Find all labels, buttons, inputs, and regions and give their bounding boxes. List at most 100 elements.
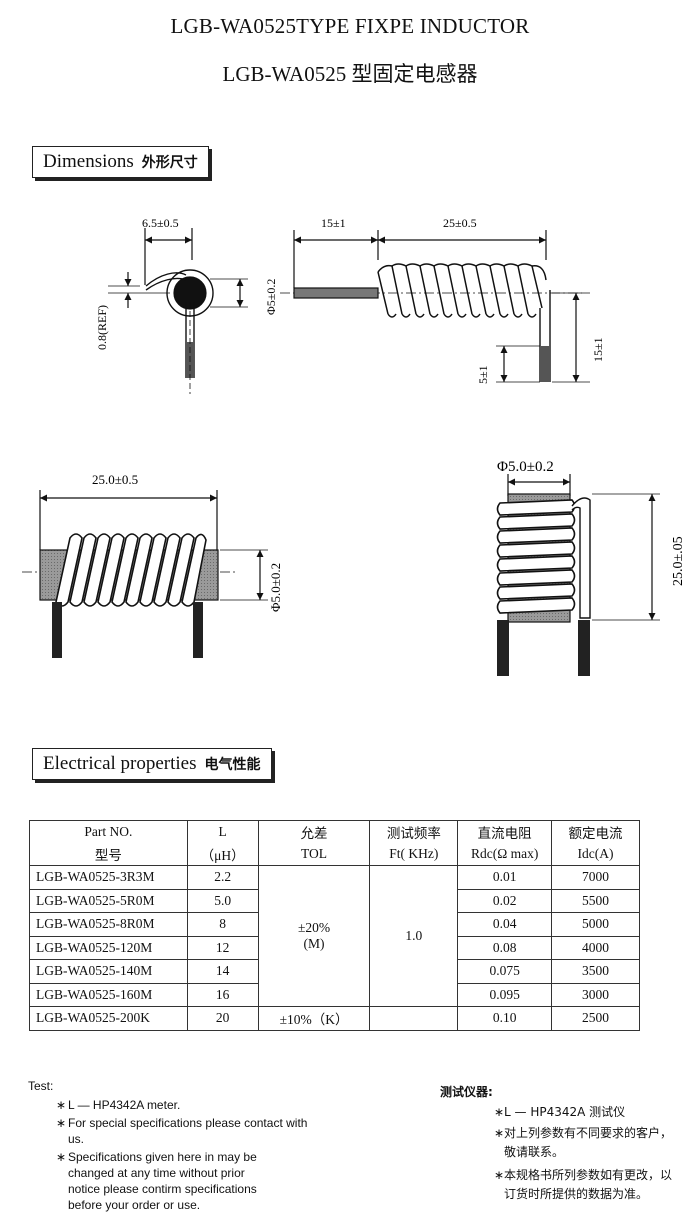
dim-label-25-0: 25.0±0.5 <box>92 472 138 487</box>
cell-tol: ±10%（K） <box>257 1006 371 1031</box>
asterisk-icon: ∗ <box>56 1116 67 1130</box>
test-notes-cn: 测试仪器: ∗ L — HP4342A 测试仪 ∗ 对上列参数有不同要求的客户，… <box>440 1084 680 1204</box>
dimensions-heading: Dimensions 外形尺寸 <box>32 146 209 178</box>
asterisk-icon: ∗ <box>56 1150 67 1164</box>
header-freq-unit: Ft( KHz) <box>369 843 459 866</box>
test-item-cn-1: L — HP4342A 测试仪 <box>504 1105 626 1119</box>
dim-label-25: 25±0.5 <box>443 216 477 230</box>
cell-part: LGB-WA0525-200K <box>29 1006 188 1031</box>
dim-label-25-0-05: 25.0±.05 <box>671 536 686 586</box>
cell-part: LGB-WA0525-8R0M <box>29 912 188 937</box>
cell-part: LGB-WA0525-120M <box>29 935 188 960</box>
test-item-3: Specifications given here in may be chan… <box>68 1150 257 1212</box>
list-item: ∗ L — HP4342A 测试仪 <box>440 1104 680 1120</box>
cell-idc: 2500 <box>551 1006 640 1031</box>
horizontal-mount-drawing <box>22 490 268 658</box>
dim-label-15-right: 15±1 <box>591 337 605 362</box>
end-view-drawing <box>108 228 248 394</box>
table-row: LGB-WA0525-3R3M 2.2 ±20%(M) 1.0 0.01 700… <box>29 865 640 1007</box>
test-item-2: For special specifications please contac… <box>68 1116 308 1146</box>
asterisk-icon: ∗ <box>494 1168 505 1182</box>
cell-l: 16 <box>186 982 259 1007</box>
cell-part: LGB-WA0525-3R3M <box>29 865 188 890</box>
electrical-heading-en: Electrical properties <box>43 753 197 774</box>
tol-code: (M) <box>303 936 325 951</box>
side-view-drawing <box>280 230 590 383</box>
cell-rdc: 0.02 <box>457 888 553 913</box>
cell-rdc: 0.04 <box>457 912 553 937</box>
cell-l: 12 <box>186 935 259 960</box>
header-part-no: Part NO. <box>29 820 188 843</box>
cell-l: 20 <box>186 1006 259 1031</box>
test-heading-cn: 测试仪器: <box>440 1085 493 1099</box>
test-item-1: L — HP4342A meter. <box>68 1098 181 1112</box>
table-row: LGB-WA0525-160M 16 0.095 3000 <box>29 982 640 1007</box>
cell-l: 8 <box>186 912 259 937</box>
cell-rdc: 0.08 <box>457 935 553 960</box>
dimensions-heading-cn: 外形尺寸 <box>141 155 198 171</box>
test-notes-en: Test: ∗ L — HP4342A meter. ∗ For special… <box>28 1078 328 1213</box>
electrical-properties-table: Part NO. L 允差 测试频率 直流电阻 额定电流 型号 （μH） TOL… <box>29 820 640 1031</box>
header-idc: 额定电流 <box>551 820 640 843</box>
header-tol-en: TOL <box>257 843 371 866</box>
cell-idc: 5500 <box>551 888 640 913</box>
cell-part: LGB-WA0525-160M <box>29 982 188 1007</box>
dim-label-phi5: Φ5±0.2 <box>264 279 278 315</box>
cell-idc: 4000 <box>551 935 640 960</box>
cell-idc: 7000 <box>551 865 640 890</box>
cell-idc: 3500 <box>551 959 640 984</box>
dim-label-0-8-ref: 0.8(REF) <box>95 305 109 350</box>
table-row: LGB-WA0525-120M 12 0.08 4000 <box>29 935 640 960</box>
electrical-heading: Electrical properties 电气性能 <box>32 748 272 780</box>
cell-rdc: 0.10 <box>457 1006 553 1031</box>
header-rdc: 直流电阻 <box>457 820 553 843</box>
list-item: ∗ 对上列参数有不同要求的客户，敬请联系。 <box>440 1124 674 1162</box>
cell-part: LGB-WA0525-5R0M <box>29 888 188 913</box>
asterisk-icon: ∗ <box>56 1098 67 1112</box>
test-item-cn-3: 本规格书所列参数如有更改，以订货时所提供的数据为准。 <box>504 1168 673 1201</box>
header-idc-unit: Idc(A) <box>551 843 640 866</box>
list-item: ∗ 本规格书所列参数如有更改，以订货时所提供的数据为准。 <box>440 1166 680 1204</box>
header-rdc-unit: Rdc(Ω max) <box>457 843 553 866</box>
tol-value: ±20% <box>297 920 331 935</box>
header-tol: 允差 <box>257 820 371 843</box>
cell-rdc: 0.01 <box>457 865 553 890</box>
electrical-heading-cn: 电气性能 <box>204 757 261 773</box>
cell-rdc: 0.095 <box>457 982 553 1007</box>
dimensions-heading-en: Dimensions <box>43 151 134 172</box>
cell-tol-merged: ±20%(M) <box>257 865 371 1007</box>
dim-label-6-5: 6.5±0.5 <box>142 216 179 230</box>
cell-l: 5.0 <box>186 888 259 913</box>
table-row: LGB-WA0525-5R0M 5.0 0.02 5500 <box>29 888 640 913</box>
header-l: L <box>186 820 259 843</box>
cell-idc: 3000 <box>551 982 640 1007</box>
test-heading: Test: <box>28 1079 54 1093</box>
table-header-row: Part NO. L 允差 测试频率 直流电阻 额定电流 <box>29 820 640 843</box>
cell-idc: 5000 <box>551 912 640 937</box>
table-header-row-2: 型号 （μH） TOL Ft( KHz) Rdc(Ω max) Idc(A) <box>29 843 640 866</box>
list-item: ∗ For special specifications please cont… <box>28 1115 318 1147</box>
dim-label-5: 5±1 <box>476 365 490 384</box>
table-row: LGB-WA0525-200K 20 ±10%（K） 0.10 2500 <box>29 1006 640 1031</box>
cell-freq-empty <box>369 1006 459 1031</box>
header-l-unit: （μH） <box>186 843 259 866</box>
dim-label-phi5-0-left: Φ5.0±0.2 <box>268 563 283 612</box>
cell-l: 2.2 <box>186 865 259 890</box>
dim-label-phi5-0-right: Φ5.0±0.2 <box>497 459 554 475</box>
cell-freq-merged: 1.0 <box>369 865 459 1007</box>
list-item: ∗ Specifications given here in may be ch… <box>28 1149 278 1213</box>
header-freq: 测试频率 <box>369 820 459 843</box>
asterisk-icon: ∗ <box>494 1105 505 1119</box>
asterisk-icon: ∗ <box>494 1126 505 1140</box>
document-title-cn: LGB-WA0525 型固定电感器 <box>222 62 478 86</box>
cell-l: 14 <box>186 959 259 984</box>
cell-part: LGB-WA0525-140M <box>29 959 188 984</box>
vertical-mount-drawing <box>496 474 660 676</box>
dim-label-15: 15±1 <box>321 216 346 230</box>
test-item-cn-2: 对上列参数有不同要求的客户，敬请联系。 <box>504 1126 673 1159</box>
list-item: ∗ L — HP4342A meter. <box>28 1097 328 1113</box>
header-part-no-cn: 型号 <box>29 843 188 866</box>
dimension-drawings: 6.5±0.5 0.8(REF) Φ5±0.2 <box>22 216 686 676</box>
cell-rdc: 0.075 <box>457 959 553 984</box>
document-title: LGB-WA0525TYPE FIXPE INDUCTOR <box>170 14 530 38</box>
